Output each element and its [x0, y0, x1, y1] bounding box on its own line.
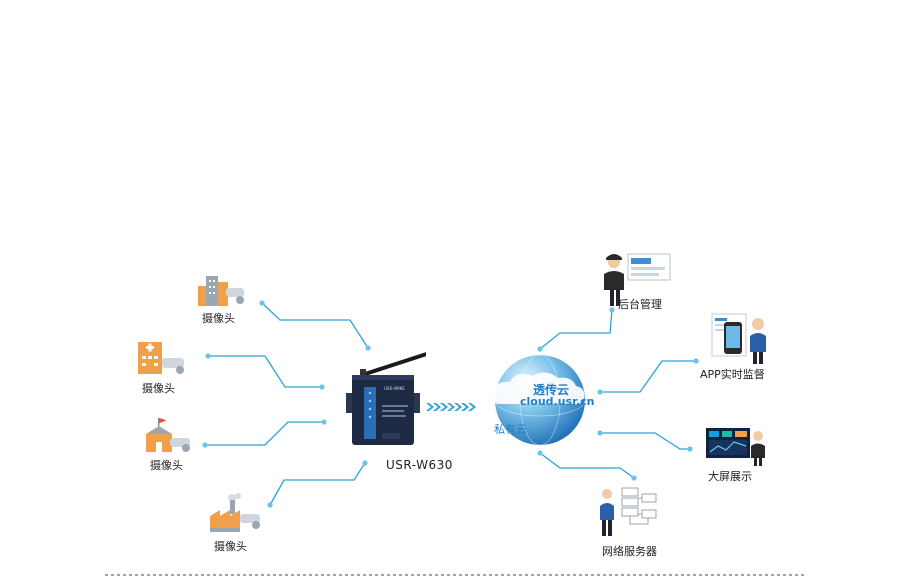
- link-camera-2: [208, 355, 322, 388]
- server-rack-icon: [600, 487, 657, 536]
- cloud-globe-icon: [492, 354, 586, 446]
- link-camera-4: [269, 462, 366, 506]
- dashboard-screen-icon: [706, 428, 765, 466]
- office-building-camera-icon: [198, 276, 244, 306]
- link-camera-1: [261, 302, 369, 349]
- camera-label-3: 摄像头: [150, 459, 183, 472]
- link-camera-3: [205, 421, 324, 446]
- output-label-bigscreen: 大屏展示: [708, 470, 752, 483]
- data-flow-arrows: [426, 403, 476, 411]
- camera-label-1: 摄像头: [202, 312, 235, 325]
- hospital-camera-icon: [138, 342, 184, 374]
- cloud-title: 透传云: [533, 383, 570, 397]
- private-cloud-label: 私有云: [494, 423, 527, 436]
- factory-camera-icon: [210, 493, 260, 532]
- output-label-app: APP实时监督: [700, 368, 765, 381]
- camera-label-2: 摄像头: [142, 382, 175, 395]
- link-output-2: [600, 360, 696, 393]
- camera-label-4: 摄像头: [214, 540, 247, 553]
- phone-user-icon: [711, 313, 766, 364]
- usr-w630-device: [346, 352, 426, 445]
- cloud-domain: cloud.usr.cn: [520, 395, 595, 408]
- device-brand-text: USR-AMKE: [384, 386, 405, 391]
- school-camera-icon: [146, 418, 190, 452]
- link-output-3: [600, 432, 690, 450]
- device-model-label: USR-W630: [386, 458, 453, 472]
- person-monitor-icon: [604, 253, 671, 306]
- link-output-1: [539, 309, 613, 350]
- output-label-admin: 后台管理: [618, 298, 662, 311]
- output-label-server: 网络服务器: [602, 545, 657, 558]
- link-output-4: [539, 452, 635, 479]
